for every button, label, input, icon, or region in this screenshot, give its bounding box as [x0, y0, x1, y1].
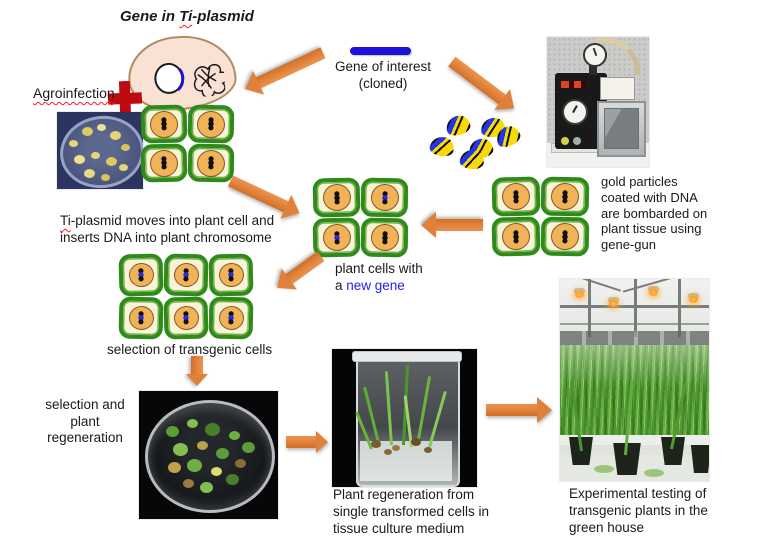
plant-pot [690, 445, 709, 473]
arrow-dish-to-vessel [286, 431, 328, 453]
plant-cell [187, 104, 235, 144]
cell-nucleus [149, 149, 179, 177]
arrow-gene-to-plasmid [239, 41, 329, 101]
title-prefix: Gene in [120, 8, 180, 25]
plant-cells-infected-group [140, 104, 235, 183]
arrow-bombarded-to-new-gene-cells [421, 212, 483, 238]
sample-chamber [597, 101, 646, 157]
plant-pot [661, 437, 685, 465]
cell-nucleus [128, 305, 154, 331]
cell-nucleus [196, 149, 226, 177]
cloned-gene-bar-icon [350, 47, 411, 55]
selection-regeneration-caption: selection and plant regeneration [45, 397, 125, 445]
plant-cell [312, 177, 361, 218]
new-gene-highlight: new gene [346, 277, 405, 293]
regenerating-calli [139, 391, 150, 400]
culture-medium [360, 441, 452, 481]
title-suffix: -plasmid [192, 8, 254, 25]
cell-nucleus [322, 183, 351, 212]
gene-gun-display [561, 81, 585, 88]
plant-cell [540, 176, 590, 217]
gene-gun-photo [547, 37, 649, 167]
plant-cell-transgenic [360, 177, 409, 218]
cell-nucleus [370, 183, 399, 212]
plant-cells-bombarded-group [491, 176, 590, 257]
ti-plasmid-caption: Ti-plasmid moves into plant cell and ins… [60, 213, 275, 245]
transformed-calli [332, 349, 340, 355]
pressure-gauge-icon [562, 99, 588, 125]
gene-of-interest-label: Gene of interest (cloned) [334, 59, 432, 91]
arrow-to-selection [269, 246, 329, 299]
vessel-lid [352, 351, 462, 362]
arrow-vessel-to-greenhouse [486, 397, 552, 423]
gene-gun-label-plate [600, 77, 635, 100]
tissue-culture-caption: Plant regeneration from single transform… [333, 487, 490, 536]
plant-cell-transgenic [208, 296, 254, 340]
transgenic-plants [560, 345, 709, 441]
tissue-culture-vessel-photo [332, 349, 477, 487]
bacterial-chromosome-icon [193, 63, 226, 98]
cell-nucleus [173, 305, 199, 331]
greenhouse-lamp-icon [648, 286, 659, 296]
gene-gun-caption: gold particles coated with DNA are bomba… [601, 174, 708, 253]
colony-clumps [57, 112, 66, 119]
page-title: Gene in Ti-plasmid [120, 8, 254, 25]
new-gene-caption: plant cells with a new gene [335, 261, 423, 293]
plant-cell-transgenic [163, 296, 209, 340]
greenhouse-lamp-icon [688, 293, 699, 303]
gold-particle-icon [428, 135, 456, 158]
plant-cell-transgenic [208, 253, 254, 297]
greenhouse-windows [560, 331, 709, 347]
greenhouse-lamp-icon [608, 297, 619, 307]
agrobacterium-colonies-photo [57, 112, 143, 189]
plant-cells-with-new-gene-group [312, 177, 409, 258]
cell-nucleus [218, 262, 244, 288]
arrow-gene-to-gold-particles [444, 51, 522, 119]
ti-plasmid-icon [153, 61, 185, 95]
cell-nucleus [501, 182, 531, 211]
plant-cell-transgenic [163, 253, 209, 297]
plant-cell [491, 216, 541, 257]
gold-particle-icon [443, 113, 473, 138]
greenhouse-lamp-icon [574, 288, 585, 298]
petri-dish [145, 400, 275, 513]
transgenic-cells-group [118, 253, 254, 340]
plant-cell [187, 143, 235, 183]
cell-nucleus [501, 222, 531, 251]
title-ti: Ti [179, 8, 193, 25]
agrobacterium-cell-drawing [125, 32, 239, 114]
plant-cell-transgenic [312, 217, 361, 258]
cell-nucleus [550, 222, 580, 251]
cell-nucleus [196, 110, 226, 138]
cell-nucleus [218, 305, 244, 331]
plant-cell-transgenic [118, 296, 164, 340]
colonies-petri-dish [57, 112, 143, 189]
plant-cell-transgenic [118, 253, 164, 297]
cell-nucleus [128, 262, 154, 288]
cell-nucleus [149, 110, 179, 138]
plant-cell [491, 176, 541, 217]
cell-nucleus [173, 262, 199, 288]
plant-cell [360, 217, 409, 258]
greenhouse-caption: Experimental testing of transgenic plant… [569, 486, 708, 535]
cell-nucleus [550, 182, 580, 211]
agroinfection-label: Agroinfection [33, 85, 115, 101]
cell-nucleus [370, 223, 399, 252]
greenhouse-photo [560, 279, 709, 481]
regeneration-petri-dish-photo [139, 391, 278, 519]
plant-cell [540, 216, 590, 257]
plant-cell [140, 104, 188, 144]
cell-nucleus [322, 223, 351, 252]
plant-cell [140, 143, 188, 183]
selection-caption: selection of transgenic cells [107, 342, 273, 357]
arrow-to-regeneration-dish [186, 356, 208, 386]
